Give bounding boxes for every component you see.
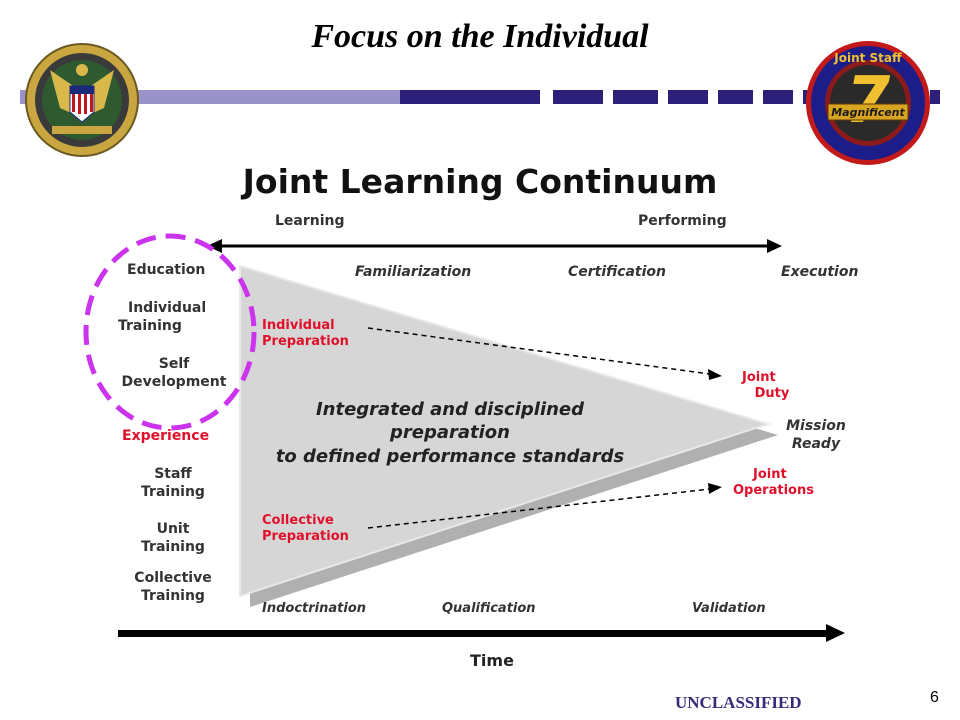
diagram-title: Joint Learning Continuum: [242, 162, 718, 201]
phase-execution: Execution: [781, 264, 859, 280]
left-individual-training-line1: Individual: [128, 300, 207, 316]
phase-certification: Certification: [568, 264, 667, 280]
left-education: Education: [127, 262, 206, 278]
left-collective-training: Collective Training: [118, 570, 228, 605]
joint-operations-line2: Operations: [733, 483, 814, 499]
learning-label: Learning: [275, 213, 345, 229]
focus-ellipse: [83, 233, 257, 431]
mission-ready-line2: Ready: [791, 435, 841, 452]
left-self-development: Self Development: [112, 356, 236, 391]
joint-operations-line1: Joint: [753, 467, 787, 482]
center-statement-line1: Integrated and disciplined: [315, 399, 585, 420]
left-staff-training-line2: Training: [141, 483, 205, 500]
joint-duty-line1: Joint: [742, 370, 776, 385]
individual-preparation: Individual Preparation: [262, 318, 349, 351]
left-staff-training-line1: Staff: [154, 466, 192, 482]
left-self-development-line1: Self: [158, 356, 190, 372]
classification-footer: UNCLASSIFIED: [675, 693, 802, 712]
joint-staff-j7-logo: Joint Staff 7 Magnificent: [806, 41, 930, 165]
phase-validation: Validation: [692, 601, 766, 616]
left-unit-training-line1: Unit: [156, 521, 190, 537]
phase-qualification: Qualification: [442, 601, 536, 616]
page-number: 6: [930, 689, 939, 706]
left-collective-training-line2: Training: [141, 587, 205, 604]
collective-preparation-line1: Collective: [262, 513, 334, 528]
joint-chiefs-seal-logo: [25, 43, 139, 157]
center-statement-line3: to defined performance standards: [275, 445, 625, 467]
time-axis-label: Time: [470, 651, 514, 670]
left-collective-training-line1: Collective: [134, 570, 212, 586]
continuum-triangle: [239, 264, 778, 607]
individual-prep-arrow: [367, 327, 722, 380]
mission-ready-line1: Mission: [786, 418, 846, 434]
logo-seven-text: 7: [846, 64, 891, 138]
joint-operations: Joint Operations: [733, 467, 814, 500]
left-staff-training: Staff Training: [118, 466, 228, 501]
center-statement: Integrated and disciplined preparation t…: [240, 398, 660, 468]
left-unit-training-line2: Training: [141, 538, 205, 555]
center-statement-line2: preparation: [390, 422, 510, 444]
left-individual-training-line2: Training: [118, 317, 182, 334]
individual-preparation-line2: Preparation: [262, 334, 349, 350]
collective-preparation: Collective Preparation: [262, 513, 349, 546]
left-experience: Experience: [122, 428, 210, 444]
mission-ready: Mission Ready: [778, 418, 854, 453]
title-bar: [20, 90, 940, 104]
collective-preparation-line2: Preparation: [262, 529, 349, 545]
left-self-development-line2: Development: [121, 373, 227, 390]
phase-indoctrination: Indoctrination: [262, 601, 366, 616]
individual-preparation-line1: Individual: [262, 318, 335, 333]
joint-duty: Joint Duty: [742, 370, 802, 403]
slide-title: Focus on the Individual: [311, 18, 649, 55]
top-axis-arrow: [207, 239, 782, 253]
left-unit-training: Unit Training: [118, 521, 228, 556]
logo-banner-text: Magnificent: [831, 106, 905, 119]
collective-prep-arrow: [367, 483, 722, 529]
joint-duty-line2: Duty: [754, 386, 790, 402]
performing-label: Performing: [638, 213, 727, 229]
time-axis-arrow: [118, 624, 845, 642]
logo-top-text: Joint Staff: [833, 51, 902, 65]
left-individual-training: Individual Training: [118, 300, 228, 335]
phase-familiarization: Familiarization: [355, 264, 472, 280]
